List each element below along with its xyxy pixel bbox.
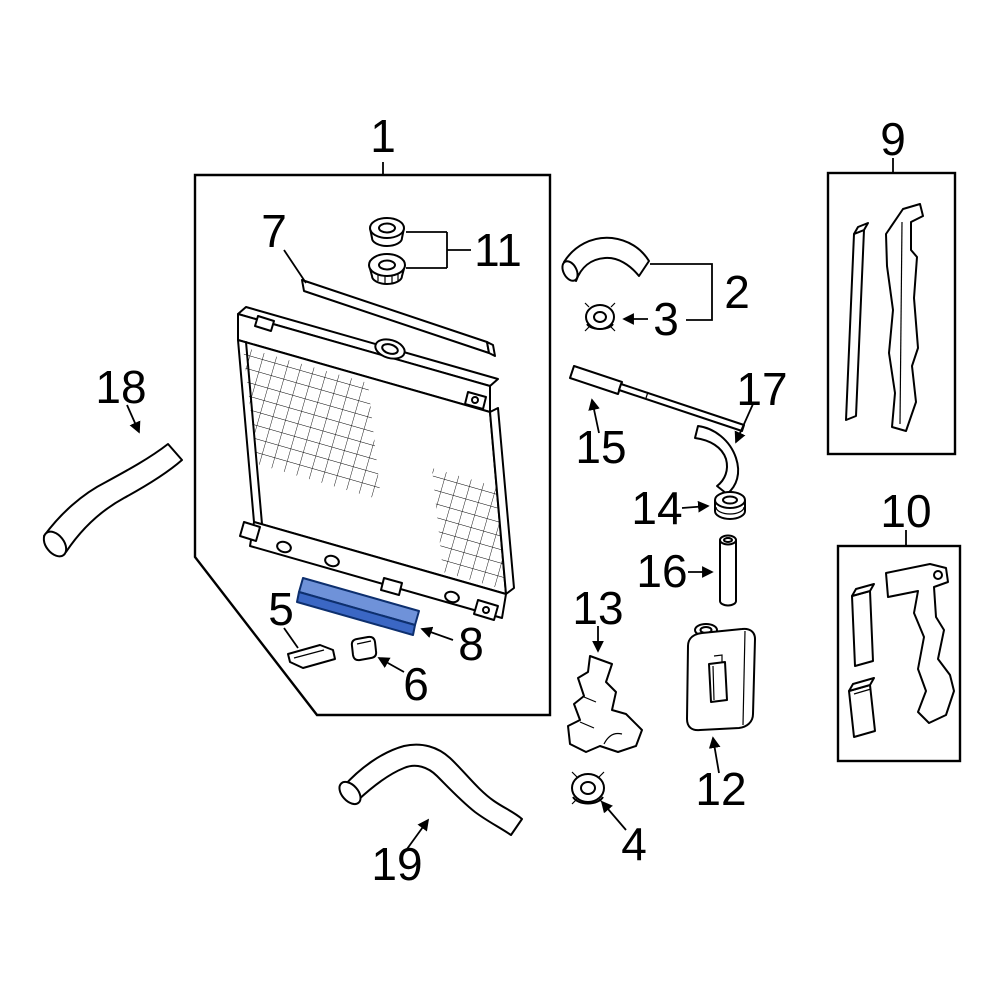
label-6[interactable]: 6 [403, 658, 429, 710]
leader-12 [708, 736, 721, 774]
label-19[interactable]: 19 [371, 838, 422, 890]
assembly-outline-box [193, 173, 552, 717]
part-9-box [826, 171, 957, 456]
label-14[interactable]: 14 [631, 482, 682, 534]
leader-17 [734, 403, 754, 444]
leader-lines [126, 158, 907, 850]
label-9[interactable]: 9 [880, 113, 906, 165]
part-1-radiator[interactable] [237, 306, 515, 621]
label-2[interactable]: 2 [724, 266, 750, 318]
part-number-labels: 1 2 3 4 5 6 7 8 9 10 11 12 13 14 15 16 1… [95, 110, 931, 890]
label-4[interactable]: 4 [621, 818, 647, 870]
part-7-upper-seal-strip[interactable] [301, 279, 496, 357]
leader-11 [406, 231, 471, 269]
part-8-front-face[interactable] [296, 591, 416, 636]
label-3[interactable]: 3 [653, 293, 679, 345]
part-10-box [836, 544, 962, 763]
leader-8 [420, 626, 454, 641]
leader-18 [126, 404, 141, 434]
label-10[interactable]: 10 [880, 485, 931, 537]
label-7[interactable]: 7 [261, 205, 287, 257]
label-15[interactable]: 15 [575, 421, 626, 473]
label-17[interactable]: 17 [736, 363, 787, 415]
leader-6 [377, 657, 405, 673]
part-3-grommet[interactable] [584, 302, 616, 332]
label-11[interactable]: 11 [474, 224, 522, 276]
leader-7 [283, 249, 307, 284]
part-5-clip[interactable] [287, 644, 336, 669]
part-11-mount-cushions[interactable] [368, 217, 406, 285]
part-4-grommet[interactable] [571, 771, 605, 805]
part-19-hose[interactable] [335, 743, 523, 836]
part-13-bracket[interactable] [567, 655, 643, 753]
label-12[interactable]: 12 [695, 763, 746, 815]
part-10-kit[interactable] [836, 544, 962, 763]
label-13[interactable]: 13 [572, 582, 623, 634]
label-1[interactable]: 1 [370, 110, 396, 162]
part-9-kit[interactable] [826, 171, 957, 456]
label-16[interactable]: 16 [636, 545, 687, 597]
label-5[interactable]: 5 [268, 583, 294, 635]
part-14-cap[interactable] [714, 491, 746, 520]
part-8-lower-seal-highlighted[interactable] [296, 577, 420, 636]
part-18-hose[interactable] [39, 443, 183, 561]
leader-14 [681, 500, 710, 513]
leader-5 [283, 627, 299, 649]
leader-15 [588, 398, 600, 434]
leader-19 [406, 818, 430, 850]
part-12-reserve-tank[interactable] [686, 623, 756, 732]
label-8[interactable]: 8 [458, 618, 484, 670]
part-2-upper-hose[interactable] [559, 236, 650, 284]
leader-2 [650, 263, 713, 321]
part-6-cushion[interactable] [350, 635, 378, 662]
part-16-tube[interactable] [719, 534, 737, 607]
part-17-bent-hose[interactable] [694, 425, 740, 495]
leader-4 [600, 800, 627, 831]
label-18[interactable]: 18 [95, 361, 146, 413]
